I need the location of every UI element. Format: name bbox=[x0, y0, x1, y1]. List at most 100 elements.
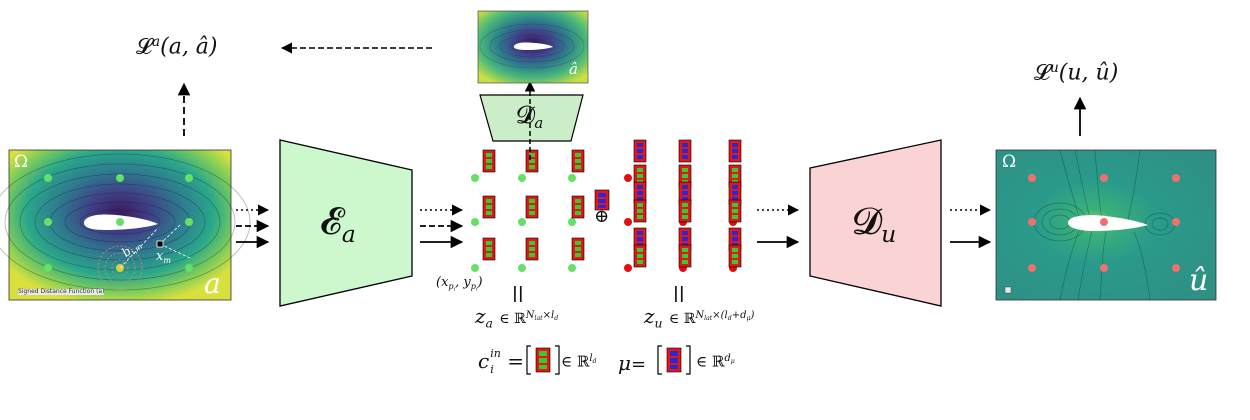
point-label-i2: i bbox=[475, 286, 478, 293]
sdf-caption: Signed Distance Function (a) bbox=[18, 288, 105, 295]
x-label-sub: m bbox=[163, 255, 171, 265]
zu-token bbox=[678, 139, 692, 163]
za-token bbox=[571, 237, 585, 261]
legend-c-text: c bbox=[478, 349, 490, 373]
legend-brackets bbox=[526, 345, 691, 375]
output-flow-panel bbox=[995, 149, 1217, 301]
point-label-sub2: pi bbox=[471, 282, 478, 293]
decoder-a-sub: a bbox=[534, 114, 544, 133]
za-token bbox=[482, 195, 496, 219]
decoder-a-label: 𝓓a bbox=[516, 103, 543, 131]
point-coord-label: (xpi, ypi) bbox=[436, 276, 483, 293]
zu-token bbox=[633, 164, 647, 188]
zu-token bbox=[633, 199, 647, 223]
za-sup-n: N bbox=[525, 309, 535, 321]
zu-sup-x: ×(l bbox=[712, 309, 728, 321]
za-sup-lat: lat bbox=[534, 314, 543, 322]
recon-sdf-panel bbox=[477, 10, 589, 84]
za-token bbox=[525, 149, 539, 173]
za-z: z bbox=[475, 304, 486, 328]
decoder-u-label: 𝓓u bbox=[852, 202, 896, 247]
za-sup-d: d bbox=[554, 314, 559, 322]
arrows-latent-to-decoder-u bbox=[757, 204, 800, 249]
zu-sup-d: d bbox=[727, 314, 732, 322]
loss-a-label: 𝓛a(a, â) bbox=[136, 34, 218, 60]
legend-mu-label: μ= bbox=[618, 353, 646, 374]
input-corner-label: a bbox=[204, 267, 221, 300]
zu-sup-n: N bbox=[695, 309, 705, 321]
za-token bbox=[482, 237, 496, 261]
encoder-block bbox=[279, 139, 413, 307]
point-label-sub1: pi bbox=[448, 281, 455, 292]
zu-token bbox=[633, 181, 647, 205]
xm-marker bbox=[156, 240, 164, 248]
legend-mu-dim: ∈ ℝdμ bbox=[696, 354, 735, 370]
legend-c-dimsub: d bbox=[592, 358, 597, 366]
oplus-symbol: ⊕ bbox=[594, 206, 610, 227]
za-sup-x: ×l bbox=[542, 309, 555, 321]
input-sdf-panel bbox=[0, 149, 251, 301]
zu-equals: || bbox=[673, 283, 685, 302]
x-label: xm bbox=[156, 250, 171, 265]
point-label-p1: p bbox=[448, 281, 454, 291]
zu-sup-lat: lat bbox=[704, 314, 713, 322]
point-label-x: (x bbox=[436, 275, 449, 290]
zu-label: zu ∈ ℝNlat×(ld+dμ) bbox=[644, 306, 754, 330]
zu-z: z bbox=[644, 304, 655, 328]
latent-za-grid bbox=[471, 149, 585, 272]
za-token bbox=[482, 149, 496, 173]
za-token bbox=[525, 237, 539, 261]
zu-token bbox=[728, 199, 742, 223]
loss-u-args: (u, û) bbox=[1058, 60, 1119, 86]
loss-a-sup: a bbox=[152, 34, 161, 50]
zu-token bbox=[728, 244, 742, 268]
zu-sup-plus: +d bbox=[731, 309, 747, 321]
mu-token bbox=[594, 189, 610, 211]
loss-a-symbol: 𝓛 bbox=[136, 34, 152, 60]
output-corner-label: û bbox=[1189, 263, 1209, 298]
arrows-input-to-encoder bbox=[236, 204, 270, 249]
loss-a-args: (a, â) bbox=[160, 34, 218, 60]
za-sub: a bbox=[485, 315, 493, 331]
za-token bbox=[571, 195, 585, 219]
point-label-sep: , y bbox=[455, 275, 471, 290]
latent-zu-grid bbox=[624, 139, 742, 272]
zu-rel: ∈ ℝ bbox=[668, 311, 696, 327]
legend-c-sub: i bbox=[490, 363, 494, 376]
zu-token bbox=[633, 244, 647, 268]
zu-token bbox=[678, 244, 692, 268]
arrows-decoder-to-output bbox=[950, 204, 992, 249]
zu-sub: u bbox=[654, 315, 663, 331]
za-token bbox=[571, 149, 585, 173]
output-omega-label: Ω bbox=[1002, 152, 1017, 172]
zu-sup-close: ) bbox=[750, 309, 755, 321]
x-label-main: x bbox=[156, 249, 164, 264]
za-token bbox=[525, 195, 539, 219]
legend-mu-eq: = bbox=[631, 354, 647, 375]
decoder-u-symbol: 𝓓 bbox=[852, 199, 882, 243]
loss-u-symbol: 𝓛 bbox=[1034, 60, 1050, 86]
za-equals: || bbox=[512, 283, 524, 302]
legend-mu-dimsub: μ bbox=[730, 358, 735, 366]
legend-mu-token bbox=[666, 347, 682, 373]
decoder-u-sub: u bbox=[881, 220, 897, 249]
za-label: za ∈ ℝNlat×ld bbox=[475, 306, 558, 330]
point-label-end: ) bbox=[477, 275, 483, 290]
decoder-a-symbol: 𝓓 bbox=[516, 101, 535, 129]
encoder-symbol: 𝓔 bbox=[320, 199, 342, 243]
legend-c-eq: = bbox=[507, 349, 524, 373]
legend-mu-dimvar: d bbox=[724, 353, 731, 364]
loss-u-label: 𝓛u(u, û) bbox=[1034, 60, 1119, 86]
za-rel: ∈ ℝ bbox=[499, 311, 526, 327]
zu-sup-mu: μ bbox=[746, 314, 751, 322]
recon-label: â bbox=[569, 60, 578, 78]
legend-c-dim: ∈ ℝld bbox=[561, 354, 597, 370]
legend-c-sup: in bbox=[490, 347, 501, 360]
zu-token bbox=[728, 139, 742, 163]
decoder-u-block bbox=[809, 139, 942, 307]
arrows-encoder-to-latent bbox=[420, 204, 464, 249]
zu-token bbox=[633, 139, 647, 163]
decoder-a-block bbox=[479, 94, 584, 142]
legend-c-token bbox=[535, 347, 551, 373]
